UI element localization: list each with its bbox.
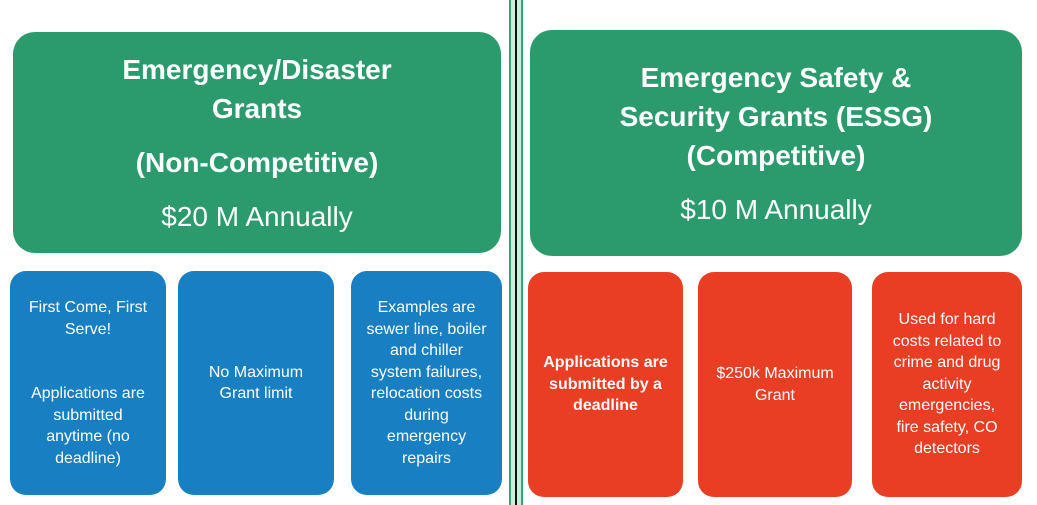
panel-title-line: Security Grants (ESSG) [619, 100, 933, 132]
info-card-examples: Examples are sewer line, boiler and chil… [351, 271, 502, 495]
divider-stripe [508, 0, 511, 505]
divider-stripe [517, 0, 522, 505]
panel-title-line: Emergency Safety & [640, 61, 912, 93]
divider-stripe [514, 0, 518, 505]
card-text: First Come, First Serve! [28, 299, 148, 338]
non-competitive-header: Emergency/Disaster Grants (Non-Competiti… [13, 32, 501, 253]
card-text: Used for hard costs related to crime and… [892, 311, 1002, 458]
info-card-maximum-grant: $250k Maximum Grant [698, 272, 852, 497]
panel-title-line: Emergency/Disaster [122, 53, 392, 85]
card-text: Applications are submitted anytime (no d… [31, 385, 145, 467]
panel-subtitle: (Non-Competitive) [135, 146, 379, 178]
card-text: $250k Maximum Grant [716, 365, 834, 404]
card-text: Applications are submitted by a deadline [543, 354, 668, 415]
panel-subtitle: (Competitive) [686, 139, 866, 171]
divider-stripe [523, 0, 524, 505]
info-card-hard-costs: Used for hard costs related to crime and… [872, 272, 1022, 497]
divider-stripe [510, 0, 515, 505]
info-card-no-maximum-grant: No Maximum Grant limit [178, 271, 334, 495]
panel-annual-amount: $20 M Annually [161, 200, 353, 232]
info-card-first-come-first-serve: First Come, First Serve! Applications ar… [10, 271, 166, 495]
card-text: No Maximum Grant limit [208, 363, 304, 403]
info-card-deadline: Applications are submitted by a deadline [528, 272, 683, 497]
divider-stripe [521, 0, 524, 505]
center-divider [508, 0, 524, 505]
panel-title-line: Grants [211, 92, 303, 124]
panel-annual-amount: $10 M Annually [680, 193, 872, 225]
competitive-header: Emergency Safety & Security Grants (ESSG… [530, 30, 1022, 256]
card-text: Examples are sewer line, boiler and chil… [366, 299, 487, 467]
divider-stripe [508, 0, 509, 505]
